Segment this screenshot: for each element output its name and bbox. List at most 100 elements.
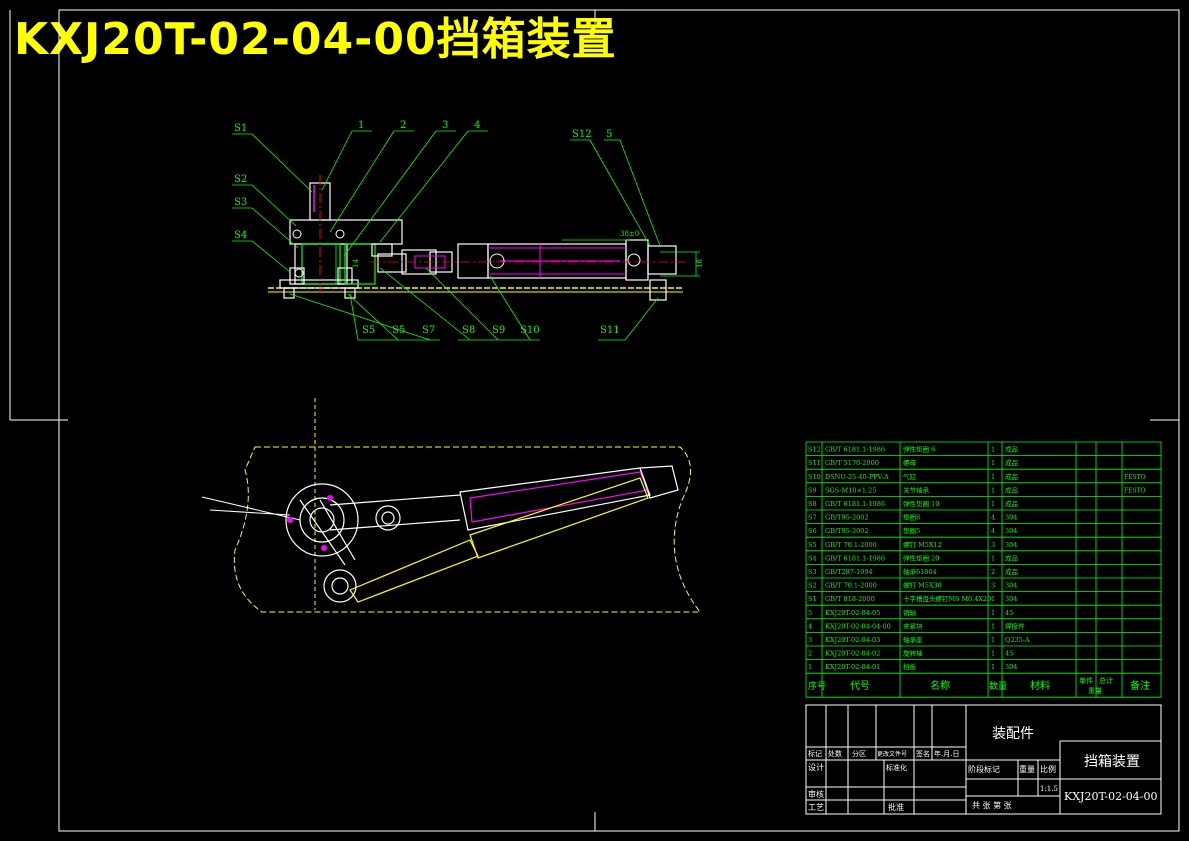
bom-row-name: 弹性垫圈 10	[903, 499, 939, 508]
bom-row-name: 旋转轴	[903, 649, 923, 658]
bom-row-material: 成品	[1005, 445, 1018, 454]
callout-2: 2	[400, 120, 406, 131]
bom-row-name: 气缸	[903, 472, 917, 481]
scale-label: 比例	[1040, 764, 1056, 774]
bom-row-code: GB/T 70.1-2000	[825, 541, 877, 549]
bom-row-code: KXJ20T-02-04-01	[825, 663, 880, 671]
bom-row-material: 304	[1005, 514, 1017, 522]
callout-S4: S4	[234, 230, 247, 241]
callout-S1: S1	[234, 123, 247, 134]
rev-doc: 更改文件号	[877, 750, 907, 758]
bom-row-no: S10	[808, 473, 821, 481]
bom-row-name: 挡板	[903, 662, 917, 671]
callout-S12: S12	[572, 129, 592, 140]
rev-count: 处数	[828, 749, 842, 758]
bom-row-name: 弹性垫圈 20	[903, 553, 939, 562]
bom-row-no: S2	[808, 582, 817, 590]
check-label: 审核	[808, 789, 824, 799]
bom-row-qty: 1	[991, 609, 995, 617]
drawing-number: KXJ20T-02-04-00	[1064, 790, 1158, 803]
stage-mark: 阶段标记	[968, 764, 1000, 774]
bom-row-material: Q235-A	[1005, 636, 1030, 644]
bom-row-code: GB/T 5170-2000	[825, 459, 879, 467]
bom-row-code: KXJ20T-02-04-03	[825, 636, 880, 644]
bom-row-no: S8	[808, 500, 817, 508]
bom-row-name: 关节轴承	[903, 485, 930, 494]
bom-row-qty: 1	[991, 473, 995, 481]
bom-row-code: KXJ20T-02-04-04-00	[825, 622, 891, 630]
bom-row-no: 5	[808, 609, 812, 617]
assembly-label: 装配件	[992, 726, 1034, 742]
bom-row-code: GB/T 6181.1-1986	[825, 500, 885, 508]
bom-row-qty: 1	[991, 459, 995, 467]
bom-row-qty: 1	[991, 446, 995, 454]
callout-5: 5	[606, 129, 612, 140]
bom-row-name: 轴承座	[903, 635, 923, 644]
bom-row-code: GB/T 6181.1-1986	[825, 446, 885, 454]
bom-row-no: S12	[808, 446, 821, 454]
bom-row-no: 3	[808, 636, 812, 644]
bom-row-code: DSNU-25-40-PPV-A	[825, 473, 889, 481]
callout-S10: S10	[520, 325, 540, 336]
bom-row-code: KXJ20T-02-04-02	[825, 650, 880, 658]
callout-S8: S8	[462, 325, 475, 336]
bom-row-qty: 1	[991, 650, 995, 658]
bom-row-name: 垫圈5	[903, 526, 920, 535]
bom-row-no: 1	[808, 663, 812, 671]
bom-row-code: GB/T 6181.1-1986	[825, 554, 885, 562]
bom-row-no: 4	[808, 622, 812, 630]
bom-row-name: 销轴	[903, 608, 917, 617]
rev-sign: 签名	[916, 749, 930, 758]
callout-S5a: S5	[362, 325, 375, 336]
bom-header-note: 备注	[1130, 679, 1150, 692]
bom-row-qty: 3	[991, 582, 995, 590]
bom-row-material: 成品	[1005, 458, 1018, 467]
process-label: 工艺	[808, 803, 824, 812]
bom-row-qty: 1	[991, 500, 995, 508]
drawing-title: KXJ20T-02-04-00挡箱装置	[14, 14, 617, 65]
bom-row-no: S7	[808, 514, 817, 522]
callout-S2: S2	[234, 174, 247, 185]
bom-row-name: 十字槽盘头螺钉M6 M6.4X20	[903, 594, 991, 603]
bom-row-qty: 4	[991, 527, 995, 535]
top-view	[201, 398, 702, 613]
bom-row-material: 焊接件	[1005, 621, 1025, 630]
bom-row-name: 螺钉 M5X30	[903, 581, 942, 590]
design-label: 设计	[808, 762, 824, 772]
bom-row-name: 垫圈8	[903, 513, 920, 522]
bom-row-qty: 1	[991, 622, 995, 630]
sheet-count: 共 张 第 张	[972, 800, 1012, 810]
bom-row-name: 螺钉 M5X12	[903, 540, 942, 549]
part-name: 挡箱装置	[1084, 754, 1140, 770]
bom-row-material: 304	[1005, 582, 1017, 590]
bom-row-qty: 1	[991, 486, 995, 494]
bom-row-material: 成品	[1005, 567, 1018, 576]
callout-4: 4	[474, 120, 480, 131]
drawing-frame	[9, 9, 1180, 832]
bom-header-unit-weight: 单件	[1079, 676, 1093, 685]
dim-top: 38±0	[620, 230, 639, 238]
bom-row-no: 2	[808, 650, 812, 658]
bom-row-note: FESTO	[1124, 474, 1146, 481]
front-view: 38±0 18 14 S1 S2 S3 S4 1 2 3 4 S12 5	[232, 120, 704, 341]
bom-row-material: 304	[1005, 527, 1017, 535]
weight-label: 重量	[1019, 764, 1035, 774]
bom-row-material: 成品	[1005, 485, 1018, 494]
dim-right: 18	[696, 259, 704, 268]
bom-row-code: GB/T95-2002	[825, 514, 869, 522]
callout-1: 1	[358, 120, 364, 131]
bom-row-code: GB/T 818-2000	[825, 595, 875, 603]
bom-row-no: S3	[808, 568, 817, 576]
bom-header-no: 序号	[808, 680, 826, 692]
title-block: 装配件 挡箱装置 KXJ20T-02-04-00 比例 1:1.5 阶段标记 重…	[805, 704, 1162, 815]
scale-value: 1:1.5	[1040, 785, 1058, 793]
bom-row-name: 弹性垫圈 6	[903, 445, 935, 454]
callout-S5b: S5	[392, 325, 405, 336]
bom-row-qty: 1	[991, 636, 995, 644]
bom-row-material: 45	[1005, 650, 1013, 658]
bom-row-name: 夹紧块	[903, 621, 923, 630]
bom-row-material: 304	[1005, 663, 1017, 671]
dim-left: 14	[352, 259, 360, 268]
